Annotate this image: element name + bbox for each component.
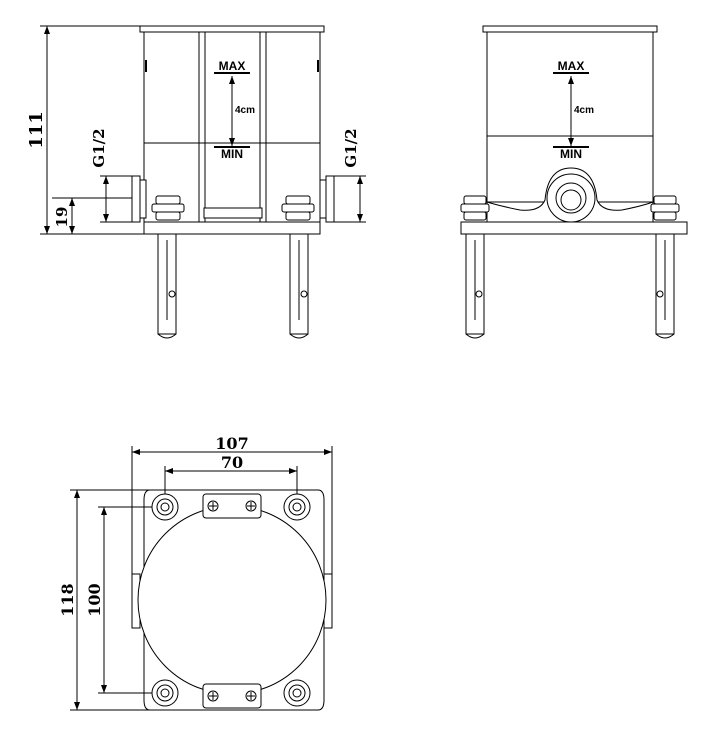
front-max-label: MAX xyxy=(219,59,246,73)
front-leg-left xyxy=(157,233,177,339)
top-tank-circle xyxy=(137,505,327,695)
front-port-right xyxy=(325,175,335,223)
dim-arrowhead xyxy=(74,702,80,710)
top-clamp-upper xyxy=(202,493,262,519)
side-leg-right xyxy=(655,233,675,339)
front-port-left-neck xyxy=(139,179,147,219)
dim-111-text: 111 xyxy=(26,111,47,149)
dim-arrowhead xyxy=(69,198,75,206)
dim-arrowhead xyxy=(165,468,173,474)
dim-arrowhead xyxy=(103,176,109,184)
dim-100-text: 100 xyxy=(85,583,104,616)
dim-arrowhead xyxy=(74,490,80,498)
dim-arrowhead xyxy=(101,685,107,693)
side-level-span: 4cm xyxy=(574,105,594,116)
top-view: 107 70 118 100 xyxy=(58,434,333,711)
dim-118-text: 118 xyxy=(58,583,77,616)
dim-g12-left-text: G1/2 xyxy=(90,128,108,167)
dim-arrowhead xyxy=(357,214,363,222)
dim-arrowhead xyxy=(289,468,297,474)
side-view: MAX 4cm MIN xyxy=(460,25,688,339)
dim-70-text: 70 xyxy=(221,453,243,472)
top-clamp-lower xyxy=(202,683,262,709)
side-base-plate xyxy=(460,221,688,235)
top-bolt-bl xyxy=(151,679,179,707)
front-base-plate xyxy=(143,221,321,235)
front-view: MAX 4cm MIN xyxy=(26,25,366,339)
side-min-label: MIN xyxy=(560,147,582,161)
dim-arrowhead xyxy=(357,176,363,184)
front-center-bracket xyxy=(203,207,263,219)
dim-arrowhead xyxy=(103,214,109,222)
dim-19-text: 19 xyxy=(53,207,71,228)
front-min-label: MIN xyxy=(221,147,243,161)
front-port-left xyxy=(131,175,141,223)
front-leg-right xyxy=(289,233,309,339)
dim-arrowhead xyxy=(69,226,75,234)
dim-arrowhead xyxy=(44,26,50,34)
side-nut-left xyxy=(460,195,490,221)
dim-arrowhead xyxy=(44,226,50,234)
dim-arrowhead xyxy=(324,449,332,455)
side-level-arrowhead xyxy=(568,76,574,84)
front-level-arrowhead xyxy=(229,138,235,146)
front-lid xyxy=(139,25,325,33)
dim-107-text: 107 xyxy=(215,434,248,453)
top-bolt-tr xyxy=(283,493,311,521)
front-nut-left xyxy=(151,195,185,221)
side-level-arrowhead xyxy=(568,138,574,146)
side-lid xyxy=(482,25,658,33)
side-port-inner xyxy=(560,189,582,211)
dim-arrowhead xyxy=(132,449,140,455)
top-bolt-br xyxy=(283,679,311,707)
side-nut-right xyxy=(650,195,680,221)
front-level-arrowhead xyxy=(229,76,235,84)
front-nut-right xyxy=(281,195,315,221)
top-bolt-tl xyxy=(151,493,179,521)
front-level-span: 4cm xyxy=(235,105,255,116)
dim-arrowhead xyxy=(101,507,107,515)
side-max-label: MAX xyxy=(558,59,585,73)
top-base-plate xyxy=(143,489,325,711)
front-port-right-neck xyxy=(319,179,327,219)
side-leg-left xyxy=(465,233,485,339)
dim-g12-right-text: G1/2 xyxy=(342,128,360,167)
